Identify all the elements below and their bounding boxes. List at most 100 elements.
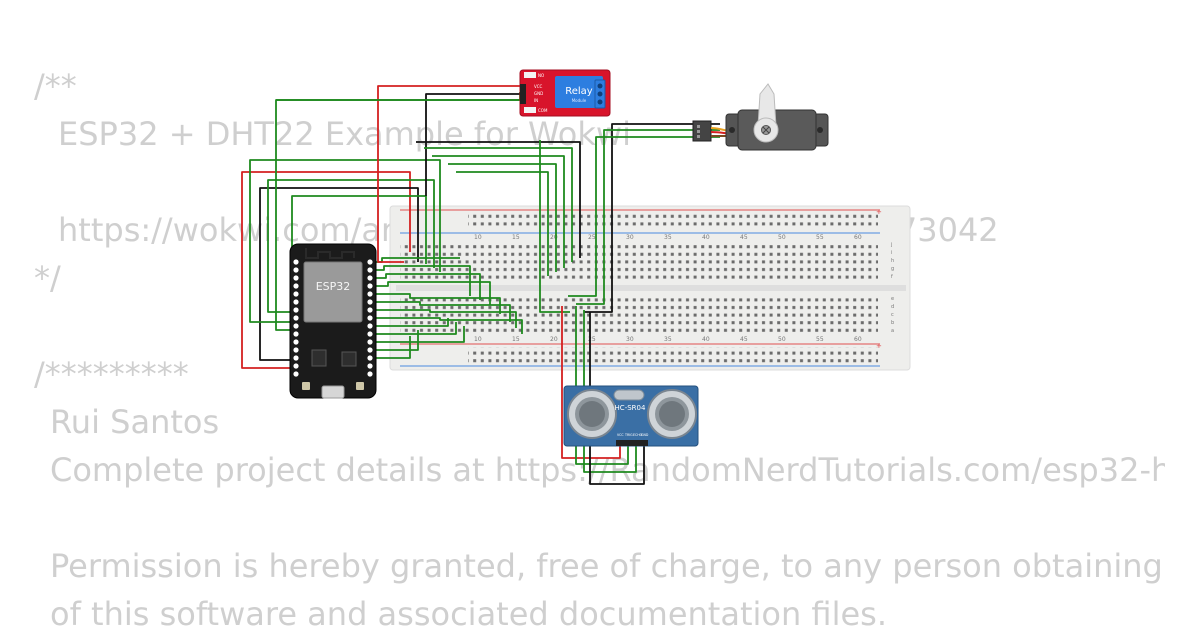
wire-green[interactable] (370, 293, 501, 314)
wires (241, 85, 720, 485)
column-number: 60 (854, 234, 862, 241)
column-number: 35 (664, 234, 672, 241)
wire-green[interactable] (249, 159, 441, 323)
wire-black[interactable] (425, 93, 520, 196)
relay-top-label: NO (538, 73, 544, 78)
wire-green[interactable] (575, 306, 629, 465)
row-letter: d (891, 304, 894, 310)
wire-green[interactable] (370, 309, 517, 328)
column-number: 30 (626, 234, 634, 241)
sensor-pin-label: ECHO (633, 433, 643, 437)
screw-icon (597, 99, 603, 105)
column-number: 10 (474, 336, 482, 343)
comment-line: */ (34, 259, 61, 297)
comment-line: Permission is hereby granted, free of ch… (50, 547, 1165, 585)
column-number: 20 (550, 234, 558, 241)
relay-bottom-label: COM (538, 108, 548, 113)
wire-red[interactable] (561, 306, 621, 459)
center-channel (396, 285, 906, 291)
wire-green[interactable] (424, 147, 573, 262)
wire-green[interactable] (568, 136, 720, 297)
esp32-board[interactable]: ESP32 (289, 243, 377, 399)
reset-button[interactable] (356, 382, 364, 390)
column-number: 60 (854, 336, 862, 343)
wire-green[interactable] (267, 179, 435, 313)
row-letter: e (891, 296, 894, 302)
sensor-pin-label: TRIG (624, 433, 633, 437)
esp32-chip-label: ESP32 (316, 280, 351, 293)
row-letter: b (891, 320, 894, 326)
column-number: 50 (778, 234, 786, 241)
relay-pin-header (520, 84, 526, 104)
sensor-pin-label: GND (641, 433, 649, 437)
wire-green[interactable] (432, 155, 565, 268)
screw-icon (597, 91, 603, 97)
sensor-pin-header (616, 440, 648, 446)
ultrasonic-sensor[interactable]: HC-SR04 VCC TRIG ECHO GND (563, 385, 699, 447)
wire-black[interactable] (259, 187, 419, 361)
wire-black[interactable] (416, 141, 581, 258)
wire-green[interactable] (456, 171, 549, 276)
row-letter: a (891, 328, 894, 334)
wire-green[interactable] (370, 330, 419, 351)
wire-green[interactable] (448, 163, 557, 272)
column-number: 15 (512, 234, 520, 241)
sensor-pin-labels: VCC TRIG ECHO GND (617, 433, 649, 437)
column-number: 55 (816, 234, 824, 241)
wire-green[interactable] (576, 129, 720, 305)
wire-green[interactable] (539, 140, 570, 313)
column-number: 55 (816, 336, 824, 343)
row-letter: i (891, 250, 892, 256)
usb-chip (341, 351, 357, 367)
wire-green[interactable] (370, 301, 511, 322)
column-number: 50 (778, 336, 786, 343)
wire-green[interactable] (370, 318, 449, 327)
esp32-left-pins (293, 259, 299, 377)
power-rail-holes (468, 347, 878, 363)
screw-icon (597, 83, 603, 89)
relay-module[interactable]: Relay Module NO COM VCC GND IN (519, 69, 611, 117)
column-number: 40 (702, 234, 710, 241)
wire-green[interactable] (370, 326, 465, 343)
relay-pin-label: VCC (534, 84, 543, 89)
wire-green[interactable] (370, 265, 471, 296)
servo-connector (692, 120, 712, 142)
relay-sublabel: Module (572, 98, 587, 103)
column-number: 35 (664, 336, 672, 343)
row-letter: h (891, 258, 894, 264)
relay-pin-label: IN (534, 98, 538, 103)
row-letter: f (891, 274, 893, 280)
wire-red[interactable] (377, 85, 520, 263)
relay-terminal (524, 72, 536, 78)
column-number: 25 (588, 234, 596, 241)
plus-marker: + (876, 342, 882, 350)
column-number: 45 (740, 234, 748, 241)
comment-line: Rui Santos (50, 403, 220, 441)
comment-line: of this software and associated document… (50, 595, 887, 633)
wire-black[interactable] (584, 123, 720, 313)
relay-terminal (524, 107, 536, 113)
servo-motor[interactable] (692, 83, 829, 151)
power-rail-holes (468, 213, 878, 229)
wire-green[interactable] (370, 317, 523, 334)
wire-green[interactable] (370, 281, 491, 305)
boot-button[interactable] (302, 382, 310, 390)
wire-green[interactable] (370, 336, 411, 359)
sensor-label: HC-SR04 (615, 404, 646, 412)
row-letter: j (890, 242, 892, 248)
wire-red[interactable] (241, 171, 411, 369)
antenna-trace (305, 248, 355, 259)
usb-port-icon (321, 385, 345, 399)
wire-green[interactable] (370, 322, 457, 335)
crystal (613, 389, 645, 401)
column-number: 45 (740, 336, 748, 343)
voltage-regulator (311, 349, 327, 367)
column-number: 40 (702, 336, 710, 343)
comment-line: ESP32 + DHT22 Example for Wokwi (58, 115, 631, 153)
column-numbers-bottom: 10 15 20 25 30 35 40 45 50 55 60 (474, 336, 862, 343)
esp32-module-shield (303, 261, 363, 323)
relay-pin-label: GND (534, 91, 543, 96)
column-number: 15 (512, 336, 520, 343)
breadboard[interactable]: 10 15 20 25 30 35 40 45 50 55 60 10 15 2… (389, 205, 911, 371)
